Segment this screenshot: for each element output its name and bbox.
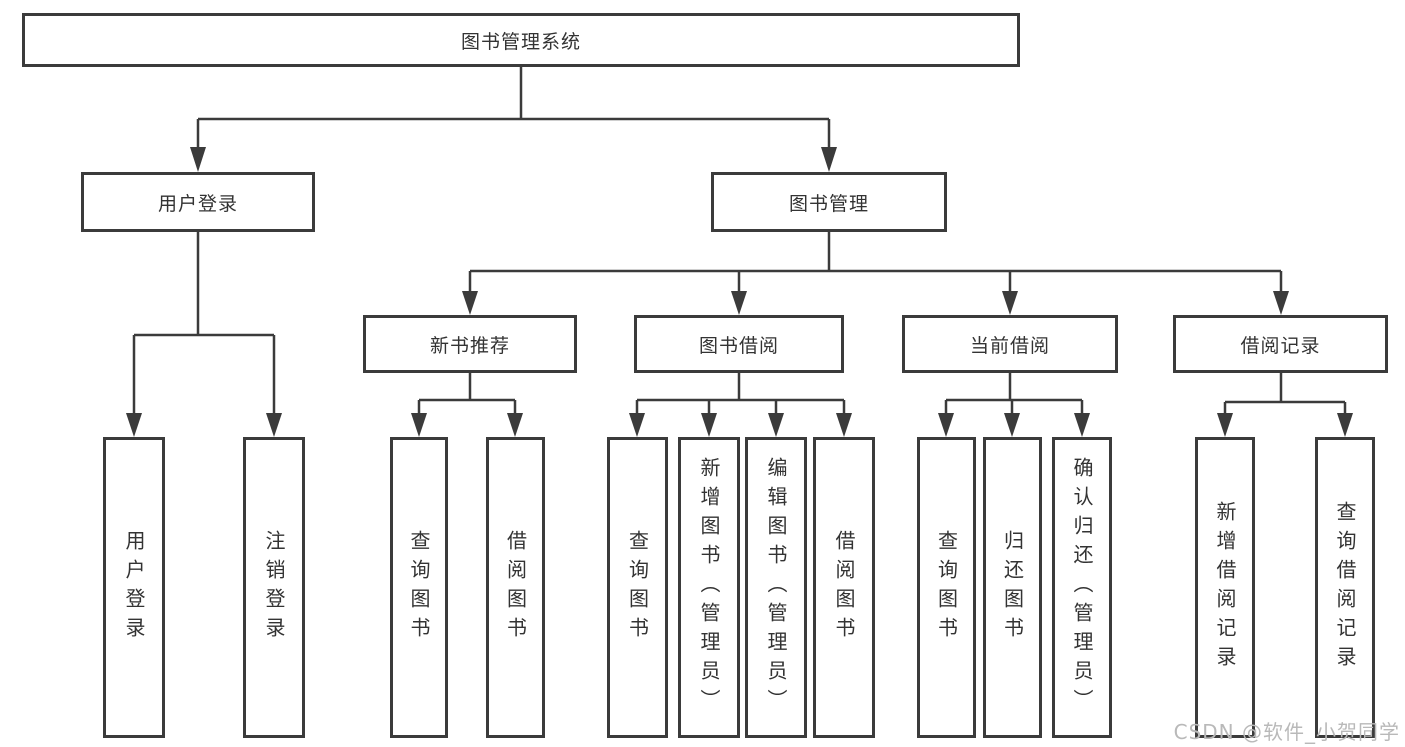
leaf-recommend-query-books-label: 查询图书 <box>407 529 431 646</box>
leaf-borrowing-edit-books-admin-label: 编辑图书（管理员） <box>764 457 788 718</box>
leaf-borrowing-borrow-books: 借阅图书 <box>813 437 875 738</box>
node-library-system: 图书管理系统 <box>22 13 1020 67</box>
leaf-records-query-record: 查询借阅记录 <box>1315 437 1375 738</box>
node-borrowing-records: 借阅记录 <box>1173 315 1388 373</box>
leaf-logout: 注销登录 <box>243 437 305 738</box>
node-current-borrowing: 当前借阅 <box>902 315 1118 373</box>
leaf-borrowing-borrow-books-label: 借阅图书 <box>832 529 856 646</box>
leaf-recommend-query-books: 查询图书 <box>390 437 448 738</box>
leaf-records-query-record-label: 查询借阅记录 <box>1333 500 1357 675</box>
node-book-management: 图书管理 <box>711 172 947 232</box>
node-book-borrowing: 图书借阅 <box>634 315 844 373</box>
leaf-current-return-books: 归还图书 <box>983 437 1042 738</box>
leaf-current-confirm-return-admin-label: 确认归还（管理员） <box>1070 457 1094 718</box>
leaf-recommend-borrow-books: 借阅图书 <box>486 437 545 738</box>
leaf-current-return-books-label: 归还图书 <box>1000 529 1025 646</box>
leaf-records-add-record: 新增借阅记录 <box>1195 437 1255 738</box>
leaf-borrowing-add-books-admin-label: 新增图书（管理员） <box>697 457 721 718</box>
leaf-records-add-record-label: 新增借阅记录 <box>1213 500 1237 675</box>
leaf-current-query-books-label: 查询图书 <box>934 529 959 646</box>
leaf-current-confirm-return-admin: 确认归还（管理员） <box>1052 437 1112 738</box>
leaf-borrowing-edit-books-admin: 编辑图书（管理员） <box>745 437 807 738</box>
leaf-recommend-borrow-books-label: 借阅图书 <box>503 529 528 646</box>
csdn-watermark: CSDN @软件_小贺同学 <box>1173 720 1400 744</box>
leaf-user-login: 用户登录 <box>103 437 165 738</box>
leaf-borrowing-query-books-label: 查询图书 <box>625 529 650 646</box>
node-new-book-recommend: 新书推荐 <box>363 315 577 373</box>
leaf-borrowing-add-books-admin: 新增图书（管理员） <box>678 437 740 738</box>
node-user-login: 用户登录 <box>81 172 315 232</box>
connector-lines <box>132 67 1347 415</box>
leaf-borrowing-query-books: 查询图书 <box>607 437 668 738</box>
leaf-user-login-label: 用户登录 <box>122 529 146 646</box>
leaf-current-query-books: 查询图书 <box>917 437 976 738</box>
arrowheads <box>126 147 1353 437</box>
leaf-logout-label: 注销登录 <box>262 529 286 646</box>
